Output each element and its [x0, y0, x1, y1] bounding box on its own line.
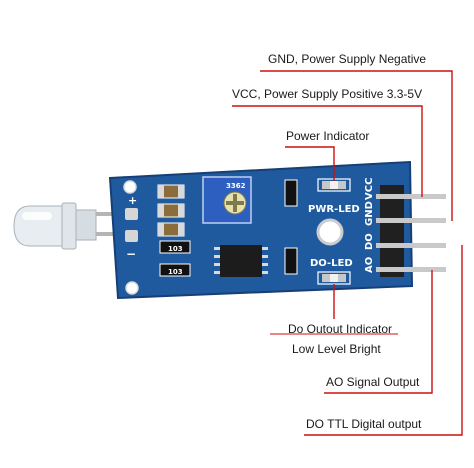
smd-resistor-2: 103 — [159, 263, 191, 277]
pot-code: 3362 — [226, 182, 246, 190]
led-rim — [61, 202, 77, 250]
smd-capacitor-1 — [157, 184, 185, 199]
mount-hole-left-bottom — [125, 281, 139, 295]
silk-pwr-led: PWR-LED — [308, 204, 360, 215]
led-pad-bottom — [125, 230, 138, 242]
label-vcc: VCC, Power Supply Positive 3.3-5V — [232, 87, 423, 101]
silk-pin-vcc: VCC — [364, 178, 375, 200]
leader-vcc — [232, 105, 423, 197]
pin-header — [376, 185, 446, 277]
pin-gnd — [376, 218, 446, 223]
pin-ao — [376, 267, 446, 272]
smd-capacitor-3 — [157, 222, 185, 237]
silk-pin-gnd: GND — [364, 201, 375, 226]
smd-resistor-4 — [284, 247, 298, 275]
ir-led — [13, 202, 137, 250]
svg-text:103: 103 — [168, 268, 183, 276]
svg-text:103: 103 — [168, 245, 183, 253]
silk-plus: + — [128, 194, 137, 207]
pcb-board: + − 103 103 — [108, 160, 414, 300]
potentiometer: 3362 — [202, 176, 252, 224]
smd-resistor-3 — [284, 179, 298, 207]
leader-power-indicator — [285, 146, 335, 181]
comparator-ic — [214, 245, 268, 277]
silk-pin-ao: AO — [364, 257, 375, 273]
label-do-indicator: Do Outout Indicator — [288, 322, 393, 336]
leader-do — [304, 245, 463, 436]
label-do-output: DO TTL Digital output — [306, 417, 422, 431]
label-gnd: GND, Power Supply Negative — [268, 52, 427, 66]
mount-hole-left-top — [123, 180, 137, 194]
led-pad-top — [125, 208, 138, 220]
smd-capacitor-2 — [157, 203, 185, 218]
leader-ao — [324, 270, 433, 394]
header-housing — [380, 185, 404, 277]
led-base — [75, 209, 97, 241]
silk-pin-do: DO — [364, 233, 375, 250]
led-highlight — [22, 212, 52, 220]
label-do-indicator-sub: Low Level Bright — [292, 342, 381, 356]
label-ao-output: AO Signal Output — [326, 375, 420, 389]
leader-gnd — [260, 70, 453, 221]
label-power-indicator: Power Indicator — [286, 129, 370, 143]
pin-do — [376, 243, 446, 248]
leader-lines — [232, 70, 463, 436]
silk-minus: − — [126, 247, 136, 261]
pin-vcc — [376, 194, 446, 199]
silk-do-led: DO-LED — [310, 258, 353, 269]
smd-resistor-1: 103 — [159, 240, 191, 254]
mount-hole-center — [316, 218, 344, 246]
